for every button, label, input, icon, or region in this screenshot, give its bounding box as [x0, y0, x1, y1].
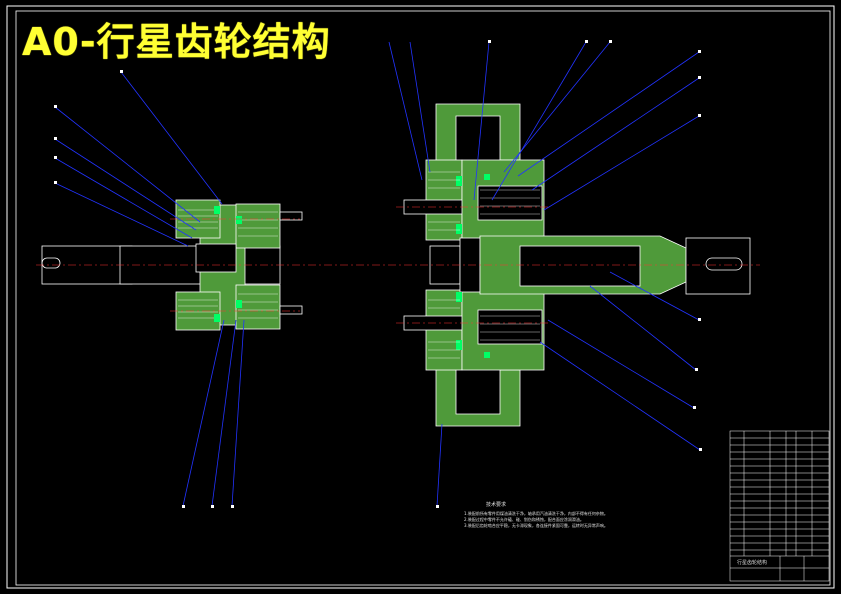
left-assembly [41, 199, 303, 331]
technical-note-line: 2.装配过程中零件不允许磕、碰、划伤和锈蚀，配合面应涂润滑油。 [464, 517, 584, 522]
title-block-drawing-name: 行星齿轮结构 [737, 560, 768, 566]
drawing-title: A0-行星齿轮结构 [22, 20, 331, 64]
callout-markers [54, 40, 702, 508]
centerlines [36, 206, 760, 324]
leader-lines [54, 41, 701, 507]
technical-note-line: 3.装配后齿轮啮合应平稳，无卡滞现象，各连接件紧固可靠，运转时无异常声响。 [464, 523, 608, 528]
inner-frame [15, 10, 831, 586]
technical-note-line: 1.装配前所有零件用煤油清洗干净，轴承用汽油清洗干净，内部不得有任何杂物。 [464, 511, 608, 516]
outer-frame [6, 5, 835, 589]
technical-notes-heading: 技术要求 [486, 502, 507, 508]
parts-list-table [729, 430, 830, 582]
technical-notes: 技术要求 1.装配前所有零件用煤油清洗干净，轴承用汽油清洗干净，内部不得有任何杂… [464, 502, 608, 529]
